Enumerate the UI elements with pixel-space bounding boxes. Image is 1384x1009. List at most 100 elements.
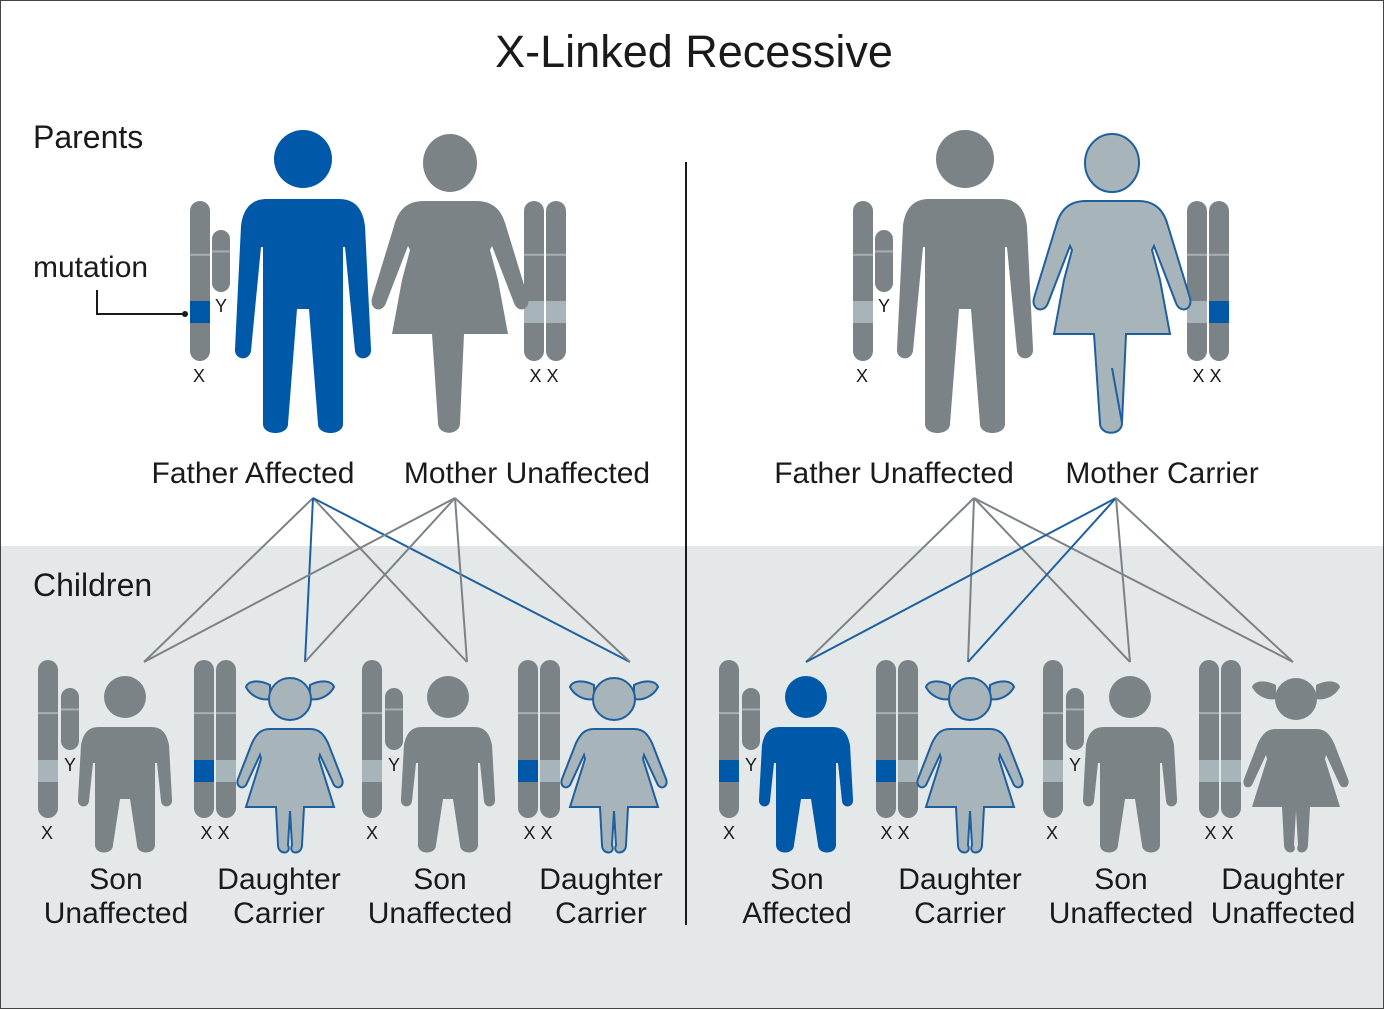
- x-chromosome: [546, 201, 566, 361]
- left-mother-label: Mother Unaffected: [404, 457, 650, 490]
- x-chromosome: [719, 660, 739, 818]
- centromere: [546, 253, 566, 256]
- chromosome-body: [876, 660, 896, 818]
- centromere: [742, 708, 760, 711]
- right-children-labels: Son Affected Daughter Carrier Son Unaffe…: [742, 863, 1355, 930]
- inheritance-line: [973, 497, 1131, 663]
- y-chromosome-label: Y: [878, 296, 890, 316]
- xx-chromosome-label: X X: [880, 823, 909, 843]
- y-chromosome: [212, 230, 230, 292]
- x-chromosome: [1221, 660, 1241, 818]
- child-label-line2: Unaffected: [1049, 897, 1194, 930]
- child-label-line1: Son: [413, 863, 466, 896]
- chromosome-body: [38, 660, 58, 818]
- chromosome-body: [1187, 201, 1207, 361]
- x-chromosome: [38, 660, 58, 818]
- right-father-label: Father Unaffected: [774, 457, 1014, 490]
- y-chromosome: [742, 688, 760, 750]
- centromere: [190, 253, 210, 256]
- x-chromosome: [1199, 660, 1219, 818]
- x-chromosome: [362, 660, 382, 818]
- y-chromosome-label: Y: [64, 755, 76, 775]
- inheritance-line: [967, 497, 975, 663]
- x-chromosome: [1187, 201, 1207, 361]
- child-label-line2: Carrier: [914, 897, 1006, 930]
- x-chromosome: [190, 201, 210, 361]
- child-label-line1: Daughter: [898, 863, 1021, 896]
- child-label-line1: Daughter: [217, 863, 340, 896]
- inheritance-line: [454, 497, 631, 663]
- inheritance-line: [143, 497, 456, 663]
- chromosome-body: [385, 688, 403, 750]
- left-father-label: Father Affected: [152, 457, 355, 490]
- x-chromosome: [216, 660, 236, 818]
- x-chromosome-label: X: [193, 366, 205, 386]
- x-chromosome-label: X: [41, 823, 53, 843]
- x-chromosome: [853, 201, 873, 361]
- gene-band: [194, 760, 214, 782]
- centromere: [853, 253, 873, 256]
- gene-band: [518, 760, 538, 782]
- gene-band: [362, 760, 382, 782]
- centromere: [1209, 253, 1229, 256]
- centromere: [38, 712, 58, 715]
- x-chromosome-label: X: [366, 823, 378, 843]
- chromosome-body: [524, 201, 544, 361]
- centromere: [212, 250, 230, 253]
- centromere: [719, 712, 739, 715]
- gene-band: [876, 760, 896, 782]
- chromosome-body: [540, 660, 560, 818]
- page-title: X-Linked Recessive: [495, 26, 893, 77]
- gene-band: [540, 760, 560, 782]
- inheritance-line: [143, 497, 314, 663]
- y-chromosome-label: Y: [215, 296, 227, 316]
- inheritance-line: [973, 497, 1294, 663]
- centromere: [898, 712, 918, 715]
- gene-band: [38, 760, 58, 782]
- centromere: [194, 712, 214, 715]
- child-label-line1: Daughter: [539, 863, 662, 896]
- x-chromosome: [876, 660, 896, 818]
- x-chromosome: [518, 660, 538, 818]
- child-label-line1: Daughter: [1221, 863, 1344, 896]
- chromosome-body: [875, 230, 893, 292]
- gene-band: [216, 760, 236, 782]
- centromere: [875, 250, 893, 253]
- chromosome-body: [1066, 688, 1084, 750]
- chromosome-body: [1043, 660, 1063, 818]
- inheritance-line: [805, 497, 1117, 663]
- gene-band: [546, 301, 566, 323]
- xx-chromosome-label: X X: [1204, 823, 1233, 843]
- child-label-line2: Carrier: [555, 897, 647, 930]
- chromosome-body: [61, 688, 79, 750]
- centromere: [1199, 712, 1219, 715]
- y-chromosome-label: Y: [745, 755, 757, 775]
- x-chromosome: [898, 660, 918, 818]
- chromosome-body: [518, 660, 538, 818]
- gene-band: [524, 301, 544, 323]
- x-chromosome-label: X: [723, 823, 735, 843]
- x-chromosome-label: X: [1046, 823, 1058, 843]
- chromosome-body: [742, 688, 760, 750]
- centromere: [876, 712, 896, 715]
- xx-chromosome-label: X X: [523, 823, 552, 843]
- y-chromosome-label: Y: [1069, 755, 1081, 775]
- gene-band: [898, 760, 918, 782]
- chromosome-letters: X Y X X X Y X X X Y X X X Y X X X Y X X …: [41, 296, 1234, 843]
- child-label-line2: Unaffected: [368, 897, 513, 930]
- chromosomes: [38, 201, 1241, 818]
- chromosome-body: [719, 660, 739, 818]
- centromere: [61, 708, 79, 711]
- inheritance-line: [312, 497, 631, 663]
- centromere: [385, 708, 403, 711]
- chromosome-body: [853, 201, 873, 361]
- child-label-line1: Son: [770, 863, 823, 896]
- gene-band: [190, 301, 210, 323]
- y-chromosome: [1066, 688, 1084, 750]
- chromosome-body: [190, 201, 210, 361]
- chromosome-body: [362, 660, 382, 818]
- gene-band: [1209, 301, 1229, 323]
- inheritance-line: [312, 497, 468, 663]
